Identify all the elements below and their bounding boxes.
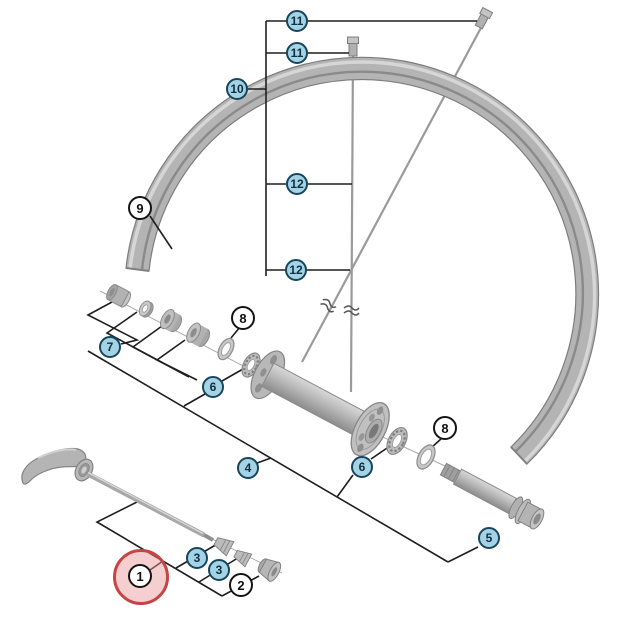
front-axle [439, 462, 545, 530]
seal-ring-left [217, 337, 235, 361]
callout-3[interactable]: 3 [208, 559, 230, 581]
callout-11[interactable]: 11 [286, 10, 308, 32]
bearing-retainer-left [241, 352, 261, 378]
callout-10[interactable]: 10 [226, 78, 248, 100]
callout-3[interactable]: 3 [186, 547, 208, 569]
spoke-break-mark [343, 305, 360, 316]
seal-ring-right [416, 444, 436, 470]
callout-5[interactable]: 5 [478, 527, 500, 549]
spoke-break-mark [320, 298, 337, 313]
bearing-retainer-right [386, 426, 408, 456]
spoke-nipple [347, 36, 359, 57]
skewer-end-nut [257, 558, 282, 582]
spoke-nipple [474, 6, 494, 30]
hub-dust-cap [106, 284, 132, 308]
spoke-vertical [349, 51, 355, 393]
callout-7[interactable]: 7 [99, 336, 121, 358]
wheel-rim [125, 56, 600, 465]
callout-6[interactable]: 6 [351, 456, 373, 478]
callout-8[interactable]: 8 [231, 306, 255, 330]
lock-nut [186, 322, 211, 348]
skewer-spring [213, 537, 235, 557]
callout-9[interactable]: 9 [128, 196, 152, 220]
callout-12[interactable]: 12 [286, 173, 308, 195]
skewer-spring [233, 549, 253, 568]
callout-4[interactable]: 4 [237, 457, 259, 479]
hub-cone [160, 308, 183, 333]
callout-1[interactable]: 1 [128, 564, 152, 588]
callout-12[interactable]: 12 [285, 259, 307, 281]
callout-8[interactable]: 8 [433, 416, 457, 440]
callout-2[interactable]: 2 [229, 573, 253, 597]
flat-washer [138, 300, 154, 318]
callout-11[interactable]: 11 [286, 42, 308, 64]
callout-6[interactable]: 6 [202, 376, 224, 398]
highlight-ring [113, 549, 169, 605]
skewer-rod [86, 471, 214, 542]
hub-body [250, 350, 390, 457]
